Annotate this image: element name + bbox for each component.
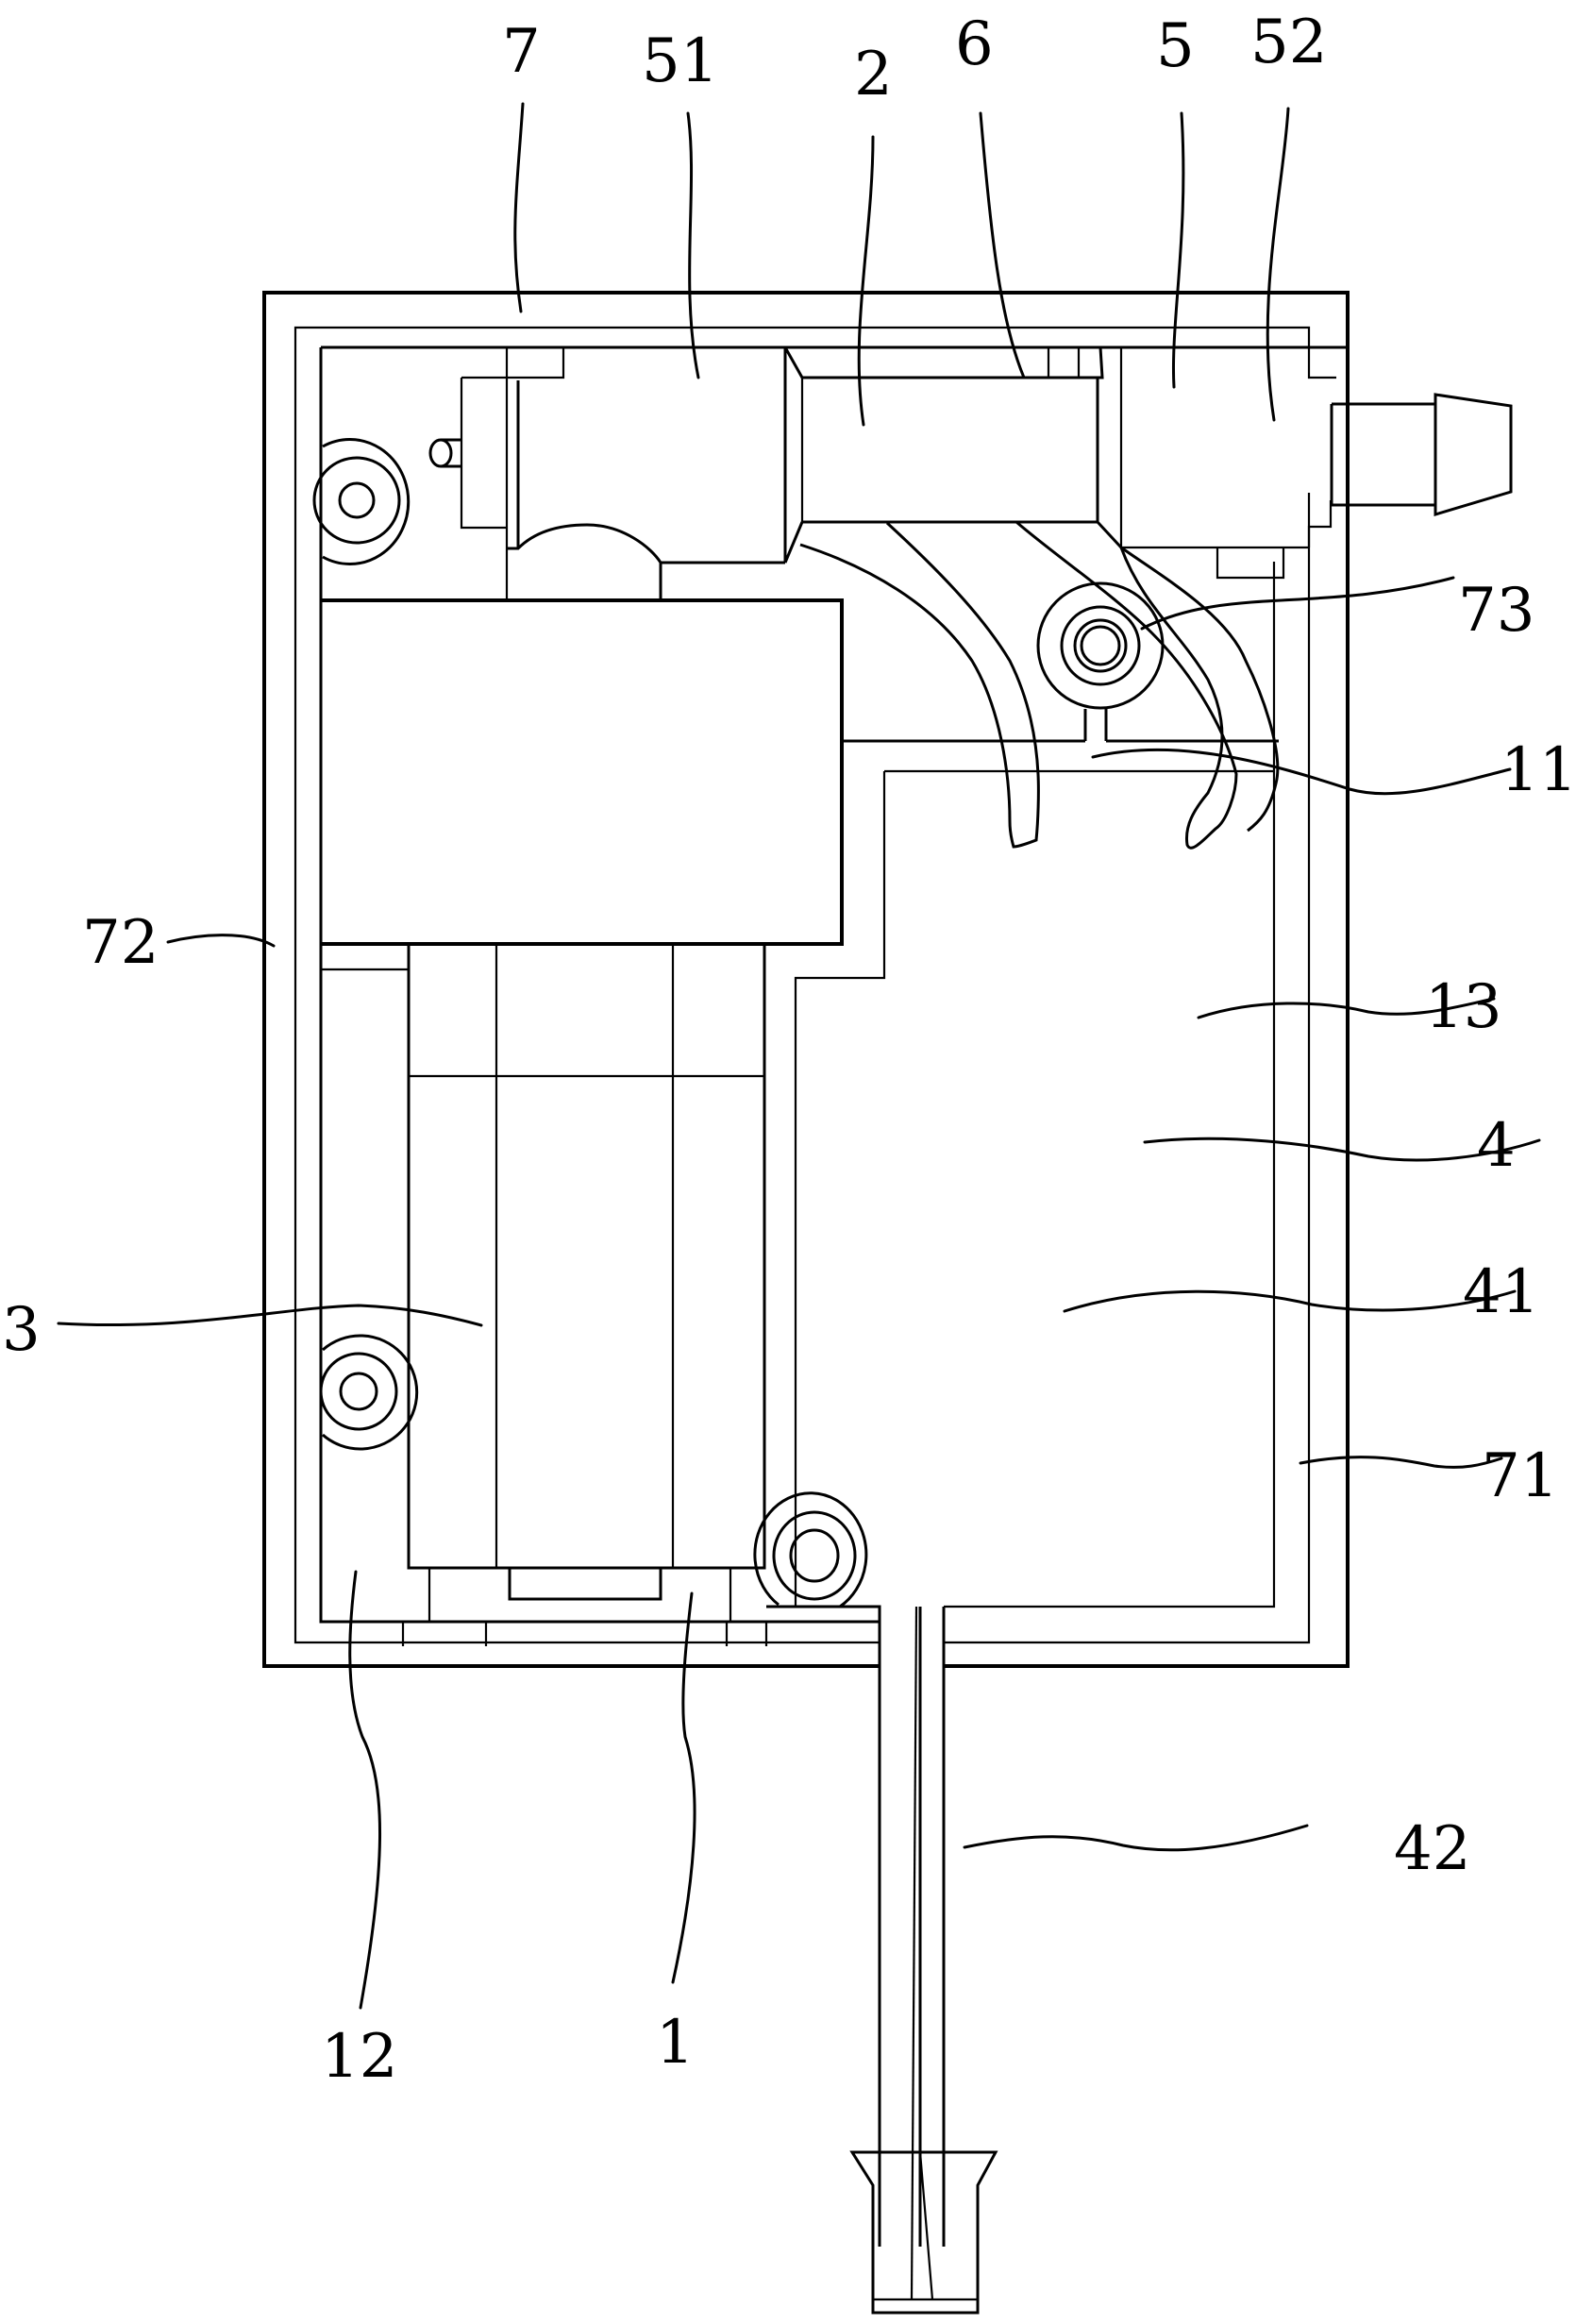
- outlet-tube: [878, 1606, 946, 2300]
- leader-11: [1091, 748, 1512, 796]
- leader-73: [1140, 576, 1455, 631]
- leader-52: [1266, 107, 1290, 422]
- callout-72: 72: [82, 908, 159, 978]
- leader-2: [857, 135, 875, 427]
- middle-housing-wall: [293, 326, 1311, 1644]
- callout-42: 42: [1394, 1814, 1470, 1884]
- small-pin: [428, 438, 461, 468]
- callout-6: 6: [955, 9, 994, 79]
- callout-11: 11: [1501, 735, 1577, 805]
- leader-4: [1143, 1137, 1541, 1162]
- roller-bottom: [753, 1491, 868, 1608]
- arm-right: [1015, 520, 1280, 850]
- callout-41: 41: [1463, 1257, 1539, 1327]
- leader-6: [979, 111, 1026, 379]
- leader-72: [166, 934, 276, 948]
- outlet-nozzle: [1330, 393, 1513, 517]
- outer-housing: [262, 291, 1350, 1668]
- leader-5: [1171, 111, 1185, 389]
- inner-housing-wall: [319, 345, 1348, 1624]
- callout-52: 52: [1250, 8, 1327, 77]
- partition-plate: [794, 709, 1274, 1607]
- callout-5: 5: [1156, 11, 1195, 81]
- roller-top-left: [312, 438, 411, 565]
- valve-block: [1119, 347, 1336, 580]
- pump-body: [783, 346, 1123, 564]
- callout-51: 51: [642, 26, 718, 96]
- callout-4: 4: [1477, 1111, 1516, 1181]
- callout-2: 2: [854, 40, 893, 109]
- valve-left-block: [460, 347, 787, 600]
- leader-51: [686, 111, 700, 379]
- leader-41: [1063, 1289, 1517, 1313]
- callout-3: 3: [2, 1295, 41, 1365]
- leader-1: [671, 1591, 696, 1984]
- roller-mid-left: [319, 1334, 419, 1451]
- tube-funnel-tip: [849, 2150, 998, 2315]
- leader-3: [57, 1304, 483, 1327]
- leader-42: [963, 1824, 1309, 1852]
- callout-1: 1: [656, 2008, 695, 2078]
- motor: [321, 942, 842, 1601]
- callout-7: 7: [502, 17, 541, 87]
- pivot-roller: [1036, 581, 1165, 710]
- callout-12: 12: [321, 2022, 397, 2092]
- arm-left: [799, 521, 1040, 849]
- callout-73: 73: [1458, 576, 1534, 646]
- leader-7: [513, 102, 525, 313]
- callout-71: 71: [1482, 1441, 1558, 1511]
- leader-13: [1197, 997, 1496, 1019]
- leader-12: [348, 1570, 381, 2010]
- callout-13: 13: [1425, 972, 1501, 1042]
- leader-71: [1299, 1456, 1503, 1469]
- leader-lines: [57, 102, 1541, 2010]
- callout-labels: 7 51 2 6 5 52 73 11 72 13 4 41 3 71 42 1…: [2, 8, 1577, 2092]
